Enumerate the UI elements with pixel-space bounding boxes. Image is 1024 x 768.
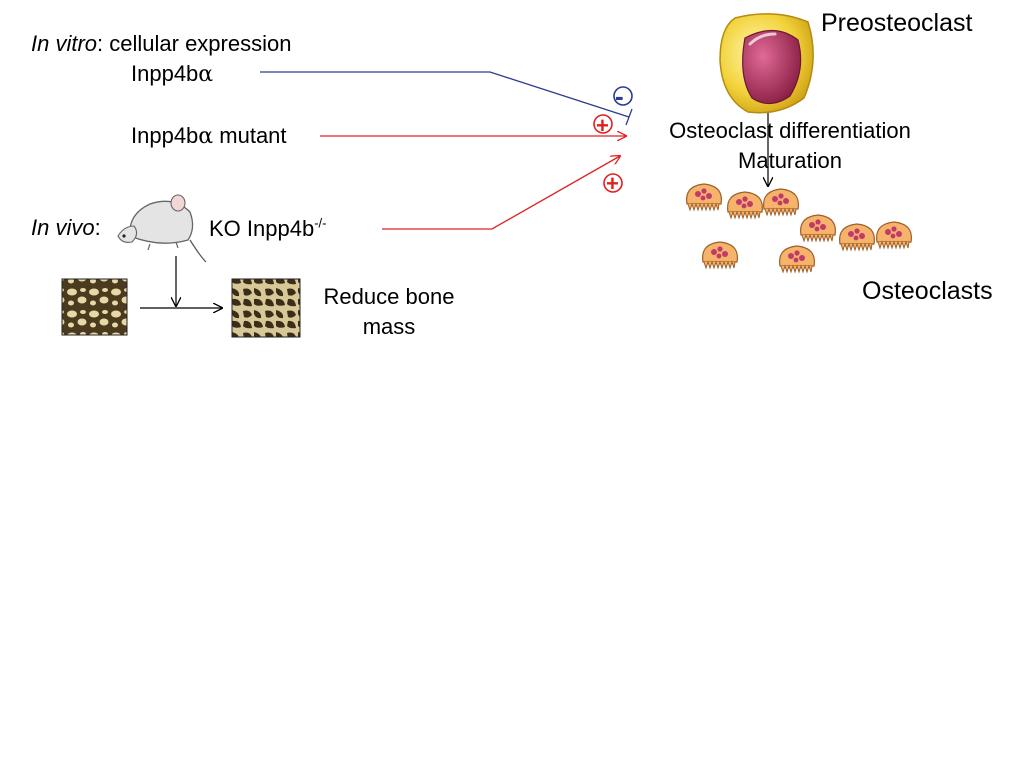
inpp4ba-mutant-label: Inpp4bα mutant [131,123,287,150]
mouse-icon [117,194,207,263]
plus-sign-top-circle [593,114,613,134]
osteoclast-icon [839,223,875,251]
differentiation-line1: Osteoclast differentiation [669,118,911,143]
differentiation-line2: Maturation [738,148,842,173]
osteoclast-icon [800,214,836,242]
osteoclast-icon [727,191,763,219]
mutant-text: Inpp4b [131,123,199,148]
osteoclast-icon [686,183,722,211]
ko-text: KO Inpp4b [209,216,315,241]
in-vitro-rest: : cellular expression [97,31,292,56]
osteoclast-icon [876,221,912,249]
preosteoclast-cell-icon [719,13,814,114]
ko-sup: -/- [314,215,327,231]
ko-arrow [382,156,620,230]
differentiation-label: Osteoclast differentiation Maturation [640,118,940,174]
mutant-greek: α [198,124,214,149]
osteoclast-icon [763,188,799,216]
osteoclast-icon [702,241,738,269]
reduce-bone-line2: mass [362,314,416,339]
inpp4ba-greek: α [198,62,214,87]
minus-sign: - [615,81,624,111]
inpp4ba-text: Inpp4b [131,61,199,86]
osteoclast-cluster-icon [686,183,912,273]
osteoclast-icon [779,245,815,273]
plus-sign-bottom: + [606,171,619,196]
minus-sign-circle [613,86,633,106]
reduce-bone-line1: Reduce bone [323,284,455,309]
in-vitro-label: In vitro: cellular expression [31,31,291,57]
mutant-rest: mutant [213,123,287,148]
normal-bone-icon [61,278,128,336]
ko-label: KO Inpp4b-/- [209,216,326,242]
in-vivo-rest: : [94,215,101,240]
osteoclasts-label: Osteoclasts [862,277,993,305]
in-vivo-italic: In vivo [31,215,95,240]
reduced-bone-icon [231,278,301,338]
inhibit-line [260,71,630,118]
plus-sign-bottom-circle [603,173,623,193]
inhibit-bar [625,108,633,126]
in-vitro-italic: In vitro [31,31,98,56]
preosteoclast-label: Preosteoclast [821,9,973,37]
inpp4ba-label: Inpp4bα [131,61,213,88]
in-vivo-label: In vivo: [31,215,101,241]
reduce-bone-mass-label: Reduce bone mass [308,284,470,340]
